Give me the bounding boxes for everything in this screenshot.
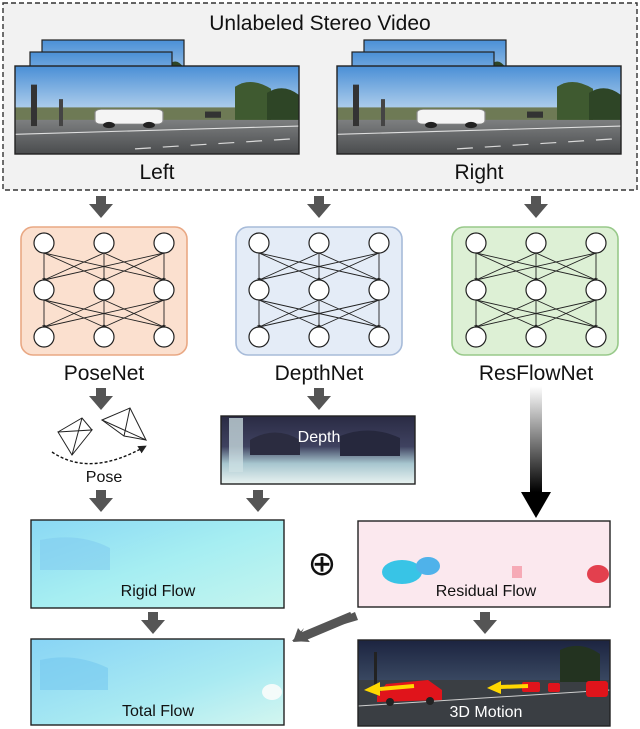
depth-output: Depth bbox=[220, 388, 416, 512]
arrow-to-depthnet bbox=[307, 196, 331, 218]
arrow-pose-to-rigid bbox=[89, 490, 113, 512]
network-node bbox=[525, 232, 547, 254]
arrow-posenet-to-pose bbox=[89, 388, 113, 410]
network-node bbox=[248, 326, 270, 348]
total-flow-panel: Total Flow bbox=[30, 638, 285, 726]
residual-flow-panel: Residual Flow bbox=[357, 520, 611, 608]
network-node bbox=[308, 232, 330, 254]
arrow-to-resflownet bbox=[524, 196, 548, 218]
depth-label: Depth bbox=[298, 429, 341, 446]
network-node bbox=[33, 232, 55, 254]
network-connection bbox=[534, 252, 597, 281]
network-node bbox=[248, 232, 270, 254]
network-node bbox=[368, 279, 390, 301]
network-node bbox=[93, 232, 115, 254]
network-connection bbox=[317, 252, 380, 281]
network-connection bbox=[102, 252, 165, 281]
network-node bbox=[308, 326, 330, 348]
combine-operator-icon: ⊕ bbox=[308, 545, 337, 583]
motion-label: 3D Motion bbox=[450, 704, 523, 721]
network-node bbox=[153, 232, 175, 254]
network-connection bbox=[257, 252, 380, 282]
motion-arrow-left-2 bbox=[499, 684, 529, 689]
network-node bbox=[368, 326, 390, 348]
network-node bbox=[93, 326, 115, 348]
depth-map-image bbox=[220, 415, 416, 485]
rigid-flow-panel: Rigid Flow bbox=[30, 519, 285, 609]
stereo-video-title: Unlabeled Stereo Video bbox=[209, 12, 430, 35]
network-node bbox=[93, 279, 115, 301]
network-connection bbox=[257, 299, 320, 328]
total-flow-label: Total Flow bbox=[122, 703, 194, 720]
left-frame-stack bbox=[14, 39, 300, 155]
network-connection bbox=[257, 299, 380, 329]
arrow-depth-to-rigid bbox=[246, 490, 270, 512]
network-connection bbox=[42, 252, 105, 281]
network-connection bbox=[102, 299, 165, 328]
network-node bbox=[465, 279, 487, 301]
network-node bbox=[525, 279, 547, 301]
depthnet-label: DepthNet bbox=[275, 362, 364, 385]
network-connection bbox=[474, 299, 537, 328]
resflow-arrow bbox=[521, 386, 551, 518]
right-label: Right bbox=[454, 161, 503, 184]
left-label: Left bbox=[139, 161, 174, 184]
pose-output: Pose bbox=[51, 388, 148, 512]
network-node bbox=[308, 279, 330, 301]
right-frame-stack bbox=[336, 39, 622, 155]
network-node bbox=[585, 279, 607, 301]
pose-label: Pose bbox=[86, 469, 123, 486]
motion-arrow-left-1 bbox=[379, 684, 415, 691]
pose-motion-arc bbox=[51, 445, 147, 465]
network-connection bbox=[474, 252, 597, 282]
network-node bbox=[525, 326, 547, 348]
network-node bbox=[465, 232, 487, 254]
arrow-residual-to-motion bbox=[473, 612, 497, 634]
red-car-main bbox=[377, 680, 442, 702]
network-connection bbox=[534, 299, 597, 328]
network-node bbox=[465, 326, 487, 348]
network-node bbox=[368, 232, 390, 254]
camera-frustum-icon bbox=[57, 407, 148, 456]
motion-panel: 3D Motion bbox=[357, 639, 611, 727]
residual-flow-label: Residual Flow bbox=[436, 583, 537, 600]
arrow-to-posenet bbox=[89, 196, 113, 218]
stereo-video-panel: Unlabeled Stereo Video Left Right bbox=[2, 2, 638, 191]
resflownet-block: ResFlowNet bbox=[451, 226, 619, 385]
rigid-flow-label: Rigid Flow bbox=[121, 583, 196, 600]
resflownet-label: ResFlowNet bbox=[479, 362, 594, 385]
network-connection bbox=[42, 299, 165, 329]
network-node bbox=[153, 279, 175, 301]
arrow-rigid-to-total bbox=[141, 612, 165, 634]
network-node bbox=[248, 279, 270, 301]
network-node bbox=[33, 279, 55, 301]
input-arrows bbox=[89, 196, 548, 218]
network-node bbox=[33, 326, 55, 348]
network-connection bbox=[474, 299, 597, 329]
network-node bbox=[585, 326, 607, 348]
networks: PoseNet DepthNet ResFlowNet bbox=[20, 226, 619, 385]
network-connection bbox=[474, 252, 537, 281]
network-connection bbox=[257, 252, 320, 281]
network-node bbox=[585, 232, 607, 254]
posenet-block: PoseNet bbox=[20, 226, 188, 385]
network-connection bbox=[317, 299, 380, 328]
network-connection bbox=[42, 299, 105, 328]
network-node bbox=[153, 326, 175, 348]
arrow-depthnet-to-depth bbox=[307, 388, 331, 410]
arrow-residual-to-total-shaft bbox=[300, 611, 354, 642]
posenet-label: PoseNet bbox=[64, 362, 145, 385]
network-connection bbox=[42, 252, 165, 282]
depthnet-block: DepthNet bbox=[235, 226, 403, 385]
